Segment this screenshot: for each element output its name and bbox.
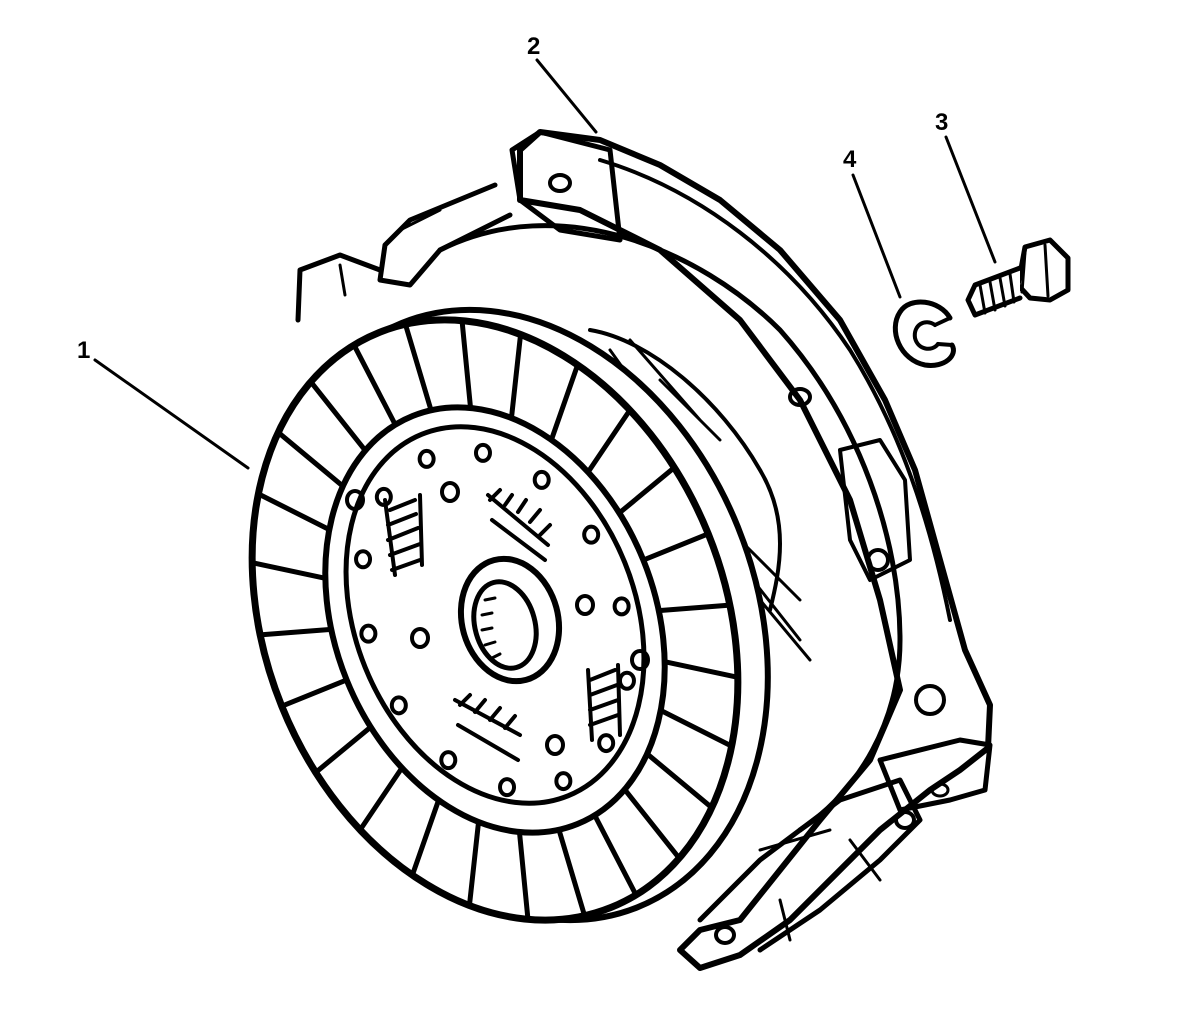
damper-spring-upper-left [383, 493, 424, 577]
hub-rivet [473, 442, 492, 463]
hub-hole [545, 734, 565, 756]
hub-hole [575, 594, 595, 616]
bottom-flange-hole-2 [714, 925, 736, 945]
facing-segment-line [640, 531, 711, 563]
facing-segment-line [662, 659, 741, 680]
pressure-plate-lip [598, 158, 952, 622]
callout-label-1: 1 [77, 337, 90, 364]
hub-spline-teeth [480, 596, 502, 660]
facing-segment-line [556, 827, 588, 919]
leader-line-4 [851, 173, 902, 299]
callout-label-2: 2 [527, 33, 540, 60]
leader-line-3 [944, 135, 997, 264]
damper-spring-upper-right [486, 488, 552, 562]
hub-hole [630, 649, 650, 671]
friction-facing-segments [249, 318, 741, 922]
pressure-plate-right-lug-upper [838, 438, 912, 582]
hub-hole [410, 627, 430, 649]
right-lug-hole-1 [788, 387, 812, 407]
flange-detail [758, 828, 882, 942]
hub-rivet [597, 733, 616, 754]
facing-segment-line [279, 677, 350, 709]
hub-boss-spline [471, 579, 539, 671]
facing-segment-line [255, 491, 332, 533]
pressure-plate-left-hook [295, 252, 383, 323]
bottom-flange-hole-1 [894, 810, 916, 830]
hub-rivet [582, 524, 601, 545]
diaphragm-opening [588, 328, 782, 612]
hub-rivet [612, 596, 631, 617]
hub-rivets [354, 442, 636, 798]
lower-tab-hole [930, 782, 950, 798]
facing-segment-line [644, 751, 715, 811]
pressure-plate-top-tab [509, 129, 623, 243]
facing-segment-line [466, 819, 482, 908]
pressure-plate-cover-outline [517, 129, 993, 971]
right-lug-hole-3 [914, 684, 946, 716]
callout-leaders [93, 58, 997, 470]
facing-segment-line [402, 321, 434, 413]
facing-segment-line [516, 829, 531, 922]
bolt [965, 237, 1071, 318]
lock-washer-inner [912, 320, 940, 351]
lock-washer [892, 299, 956, 368]
facing-segment-line [658, 707, 735, 749]
damper-spring-lower-right [586, 663, 622, 742]
lock-washer-outer [892, 299, 956, 368]
hub-plate-holes [345, 481, 650, 756]
hub-rivet [532, 469, 551, 490]
bolt-thread [978, 272, 1016, 315]
bolt-shank [965, 265, 1023, 318]
bolt-head [1015, 237, 1071, 303]
pressure-plate-bottom-flange [697, 777, 923, 953]
facing-segment-line [585, 407, 633, 475]
pressure-plate-lower-tab [877, 737, 993, 813]
strap-detail [338, 208, 442, 297]
hub-rivet [417, 448, 436, 469]
facing-segment-line [257, 626, 334, 638]
leader-line-2 [535, 58, 598, 134]
facing-segment-line [459, 318, 474, 411]
hub-rivet [498, 777, 517, 798]
facing-segment-line [249, 560, 328, 581]
facing-segment-line [656, 602, 733, 614]
clutch-disc [248, 306, 771, 924]
facing-segment-line [313, 724, 374, 775]
callout-label-3: 3 [935, 109, 948, 136]
facing-segment-line [409, 797, 442, 878]
callout-labels: 1 2 3 4 [77, 33, 948, 364]
facing-segment-line [275, 429, 346, 489]
facing-segment-line [622, 786, 682, 861]
hub-rivet [439, 750, 458, 771]
hub-hole [440, 481, 460, 503]
facing-segment-line [357, 765, 405, 833]
top-tab-hole [548, 173, 572, 193]
callout-label-4: 4 [843, 146, 857, 173]
damper-spring-lower-left [453, 693, 522, 762]
hub-rivet [354, 549, 373, 570]
hub-rivet [554, 771, 573, 792]
leader-line-1 [93, 358, 250, 470]
facing-segment-line [616, 465, 677, 516]
lock-washer-split [933, 316, 954, 347]
hub-rivet [389, 695, 408, 716]
bolt-head-flats [1020, 243, 1050, 298]
damper-springs [383, 488, 622, 762]
pressure-plate-left-strap [377, 182, 513, 288]
facing-segment-line [592, 812, 639, 898]
facing-segment-line [351, 342, 398, 428]
hub-hole [345, 489, 365, 511]
facing-segment-line [508, 332, 524, 421]
hub-rivet [359, 623, 378, 644]
facing-segment-line [548, 362, 581, 443]
facing-segment-line [308, 379, 368, 454]
right-lug-hole-2 [866, 548, 890, 572]
